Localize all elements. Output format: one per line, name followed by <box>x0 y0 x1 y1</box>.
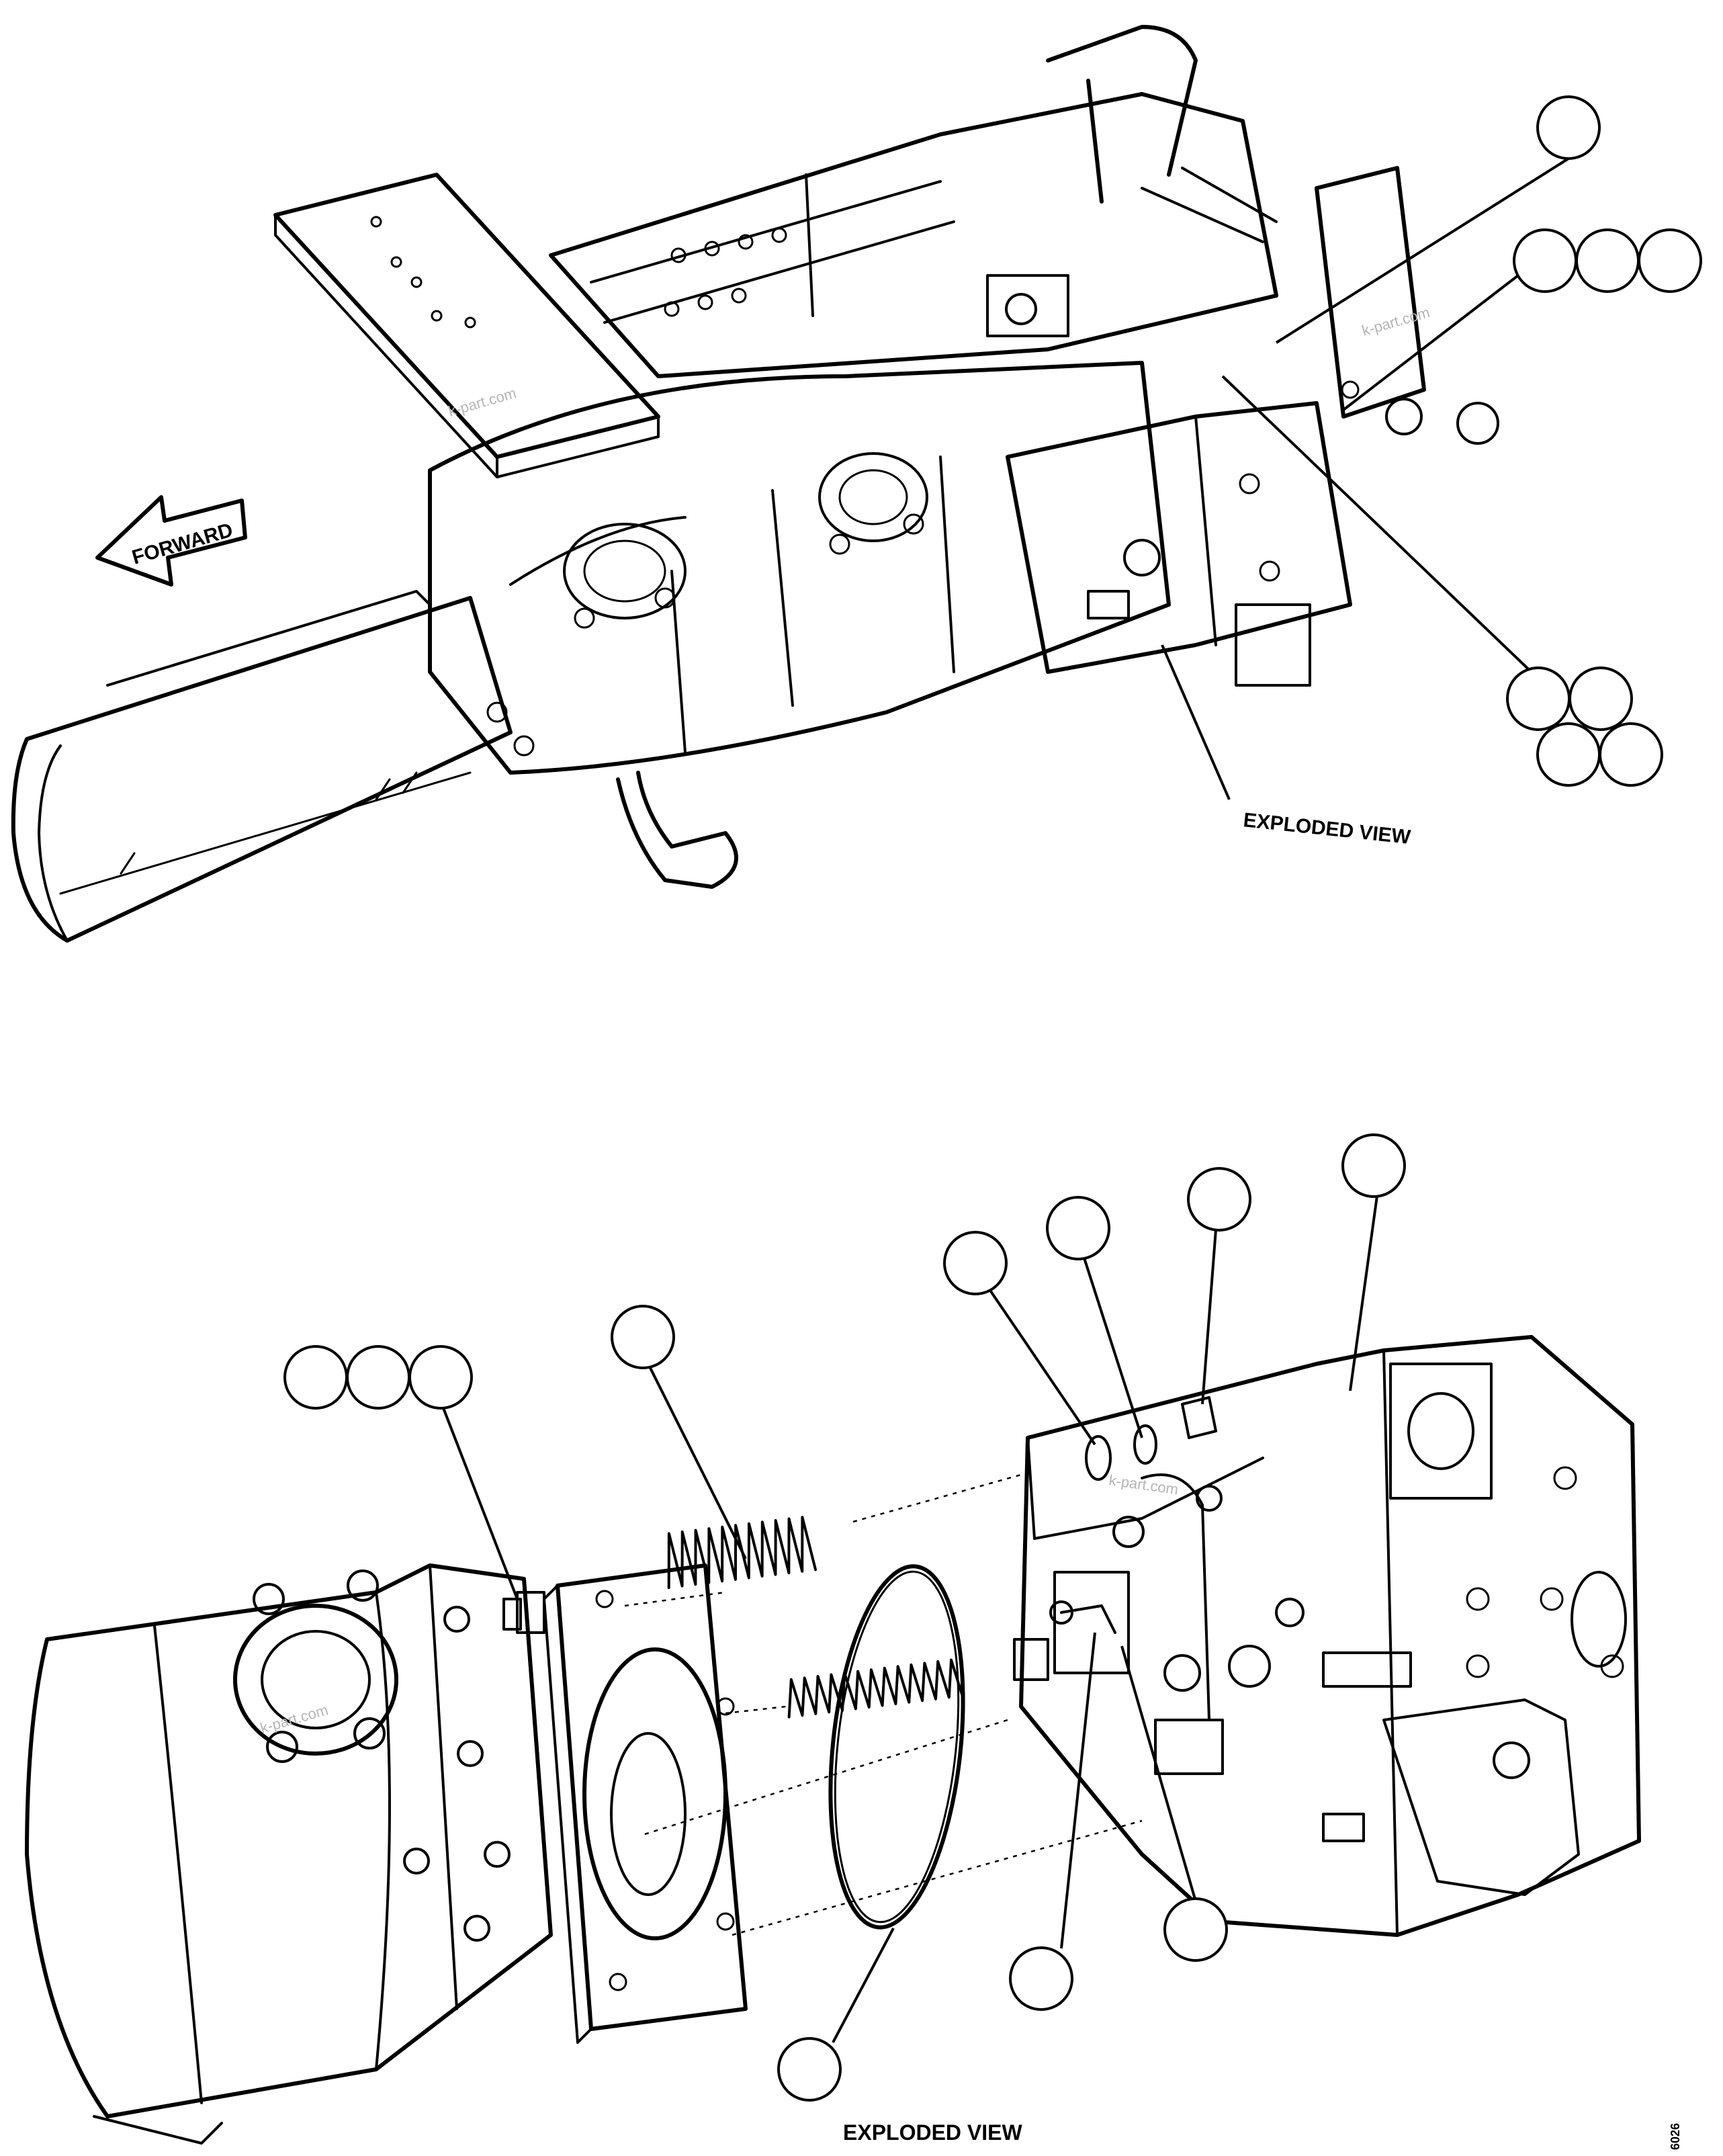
bottom-callout-leader-9 <box>832 1928 895 2043</box>
forward-arrow-label: FORWARD <box>130 519 236 568</box>
upper-manifold-tubes <box>549 25 1278 378</box>
top-callout-bubbles <box>1506 95 1702 787</box>
watermark-top-right: k-part.com <box>1360 304 1431 339</box>
top-callout-3 <box>1575 228 1640 293</box>
watermark-top-left: k-part.com <box>446 384 518 420</box>
top-assembly-view: FORWARD k-part.com k-part.com EXPLODED V… <box>11 25 1702 943</box>
bottom-callout-leader-1 <box>435 1390 519 1600</box>
frame-bracket-plate <box>273 173 660 478</box>
upper-spring <box>667 1516 818 1590</box>
bottom-callout-2 <box>346 1345 410 1410</box>
bottom-callout-leader-8 <box>1120 1645 1197 1902</box>
bottom-callout-10 <box>1163 1897 1228 1962</box>
bottom-callout-1 <box>283 1345 348 1410</box>
main-pump-body-top <box>428 361 1171 775</box>
forward-arrow-icon: FORWARD <box>95 495 247 587</box>
bottom-callout-leader-5 <box>1201 1229 1217 1405</box>
exploded-pump-assembly <box>1013 1335 1641 1937</box>
bottom-callout-leader-4 <box>1080 1249 1143 1438</box>
top-callout-4 <box>1638 228 1702 293</box>
mounting-flange-plate <box>543 1563 748 2044</box>
valve-block-top <box>1006 401 1352 687</box>
left-cylinder-housing <box>11 590 513 943</box>
top-callout-leader-3 <box>1221 375 1540 680</box>
top-callout-8 <box>1599 722 1663 787</box>
bottom-callout-3 <box>408 1345 473 1410</box>
bottom-callout-9 <box>1009 1946 1073 2011</box>
drawing-number: 6026 <box>1669 2123 1682 2150</box>
motor-housing <box>25 1563 553 2145</box>
bottom-exploded-view: k-part.com k-part.com EXPLODED VIEW <box>25 1133 1682 2150</box>
top-callout-5 <box>1506 666 1571 731</box>
bottom-callout-leader-6 <box>1349 1195 1378 1391</box>
top-callout-leader-2 <box>1342 274 1519 411</box>
lower-spring <box>787 1658 964 1719</box>
top-callout-2 <box>1513 228 1577 293</box>
top-callout-6 <box>1569 666 1633 731</box>
o-ring <box>828 1564 965 1930</box>
bottom-callout-4 <box>611 1305 675 1369</box>
bottom-callout-leader-3 <box>979 1275 1096 1446</box>
bottom-view-caption: EXPLODED VIEW <box>843 2120 1023 2145</box>
bottom-callout-11 <box>777 2037 842 2102</box>
bottom-callout-leader-2 <box>644 1356 747 1559</box>
washers-clips <box>1085 1396 1217 1481</box>
top-callout-7 <box>1536 722 1601 787</box>
top-view-caption: EXPLODED VIEW <box>1242 809 1412 849</box>
bottom-callout-bubbles <box>283 1133 1406 2102</box>
bottom-callout-5 <box>943 1231 1008 1295</box>
right-side-fittings <box>1315 166 1499 445</box>
lower-hose <box>616 771 738 889</box>
watermark-bottom-left: k-part.com <box>258 1701 330 1737</box>
bottom-callout-8 <box>1341 1133 1406 1198</box>
top-callout-leader-1 <box>1275 157 1570 344</box>
alignment-lines <box>624 1473 1143 1936</box>
stud-fitting <box>502 1591 545 1634</box>
top-callout-1 <box>1536 95 1601 160</box>
bottom-callout-6 <box>1046 1196 1110 1260</box>
top-caption-leader <box>1161 644 1231 800</box>
bottom-callout-7 <box>1187 1167 1251 1232</box>
bottom-callout-leader-7 <box>1060 1632 1096 1949</box>
